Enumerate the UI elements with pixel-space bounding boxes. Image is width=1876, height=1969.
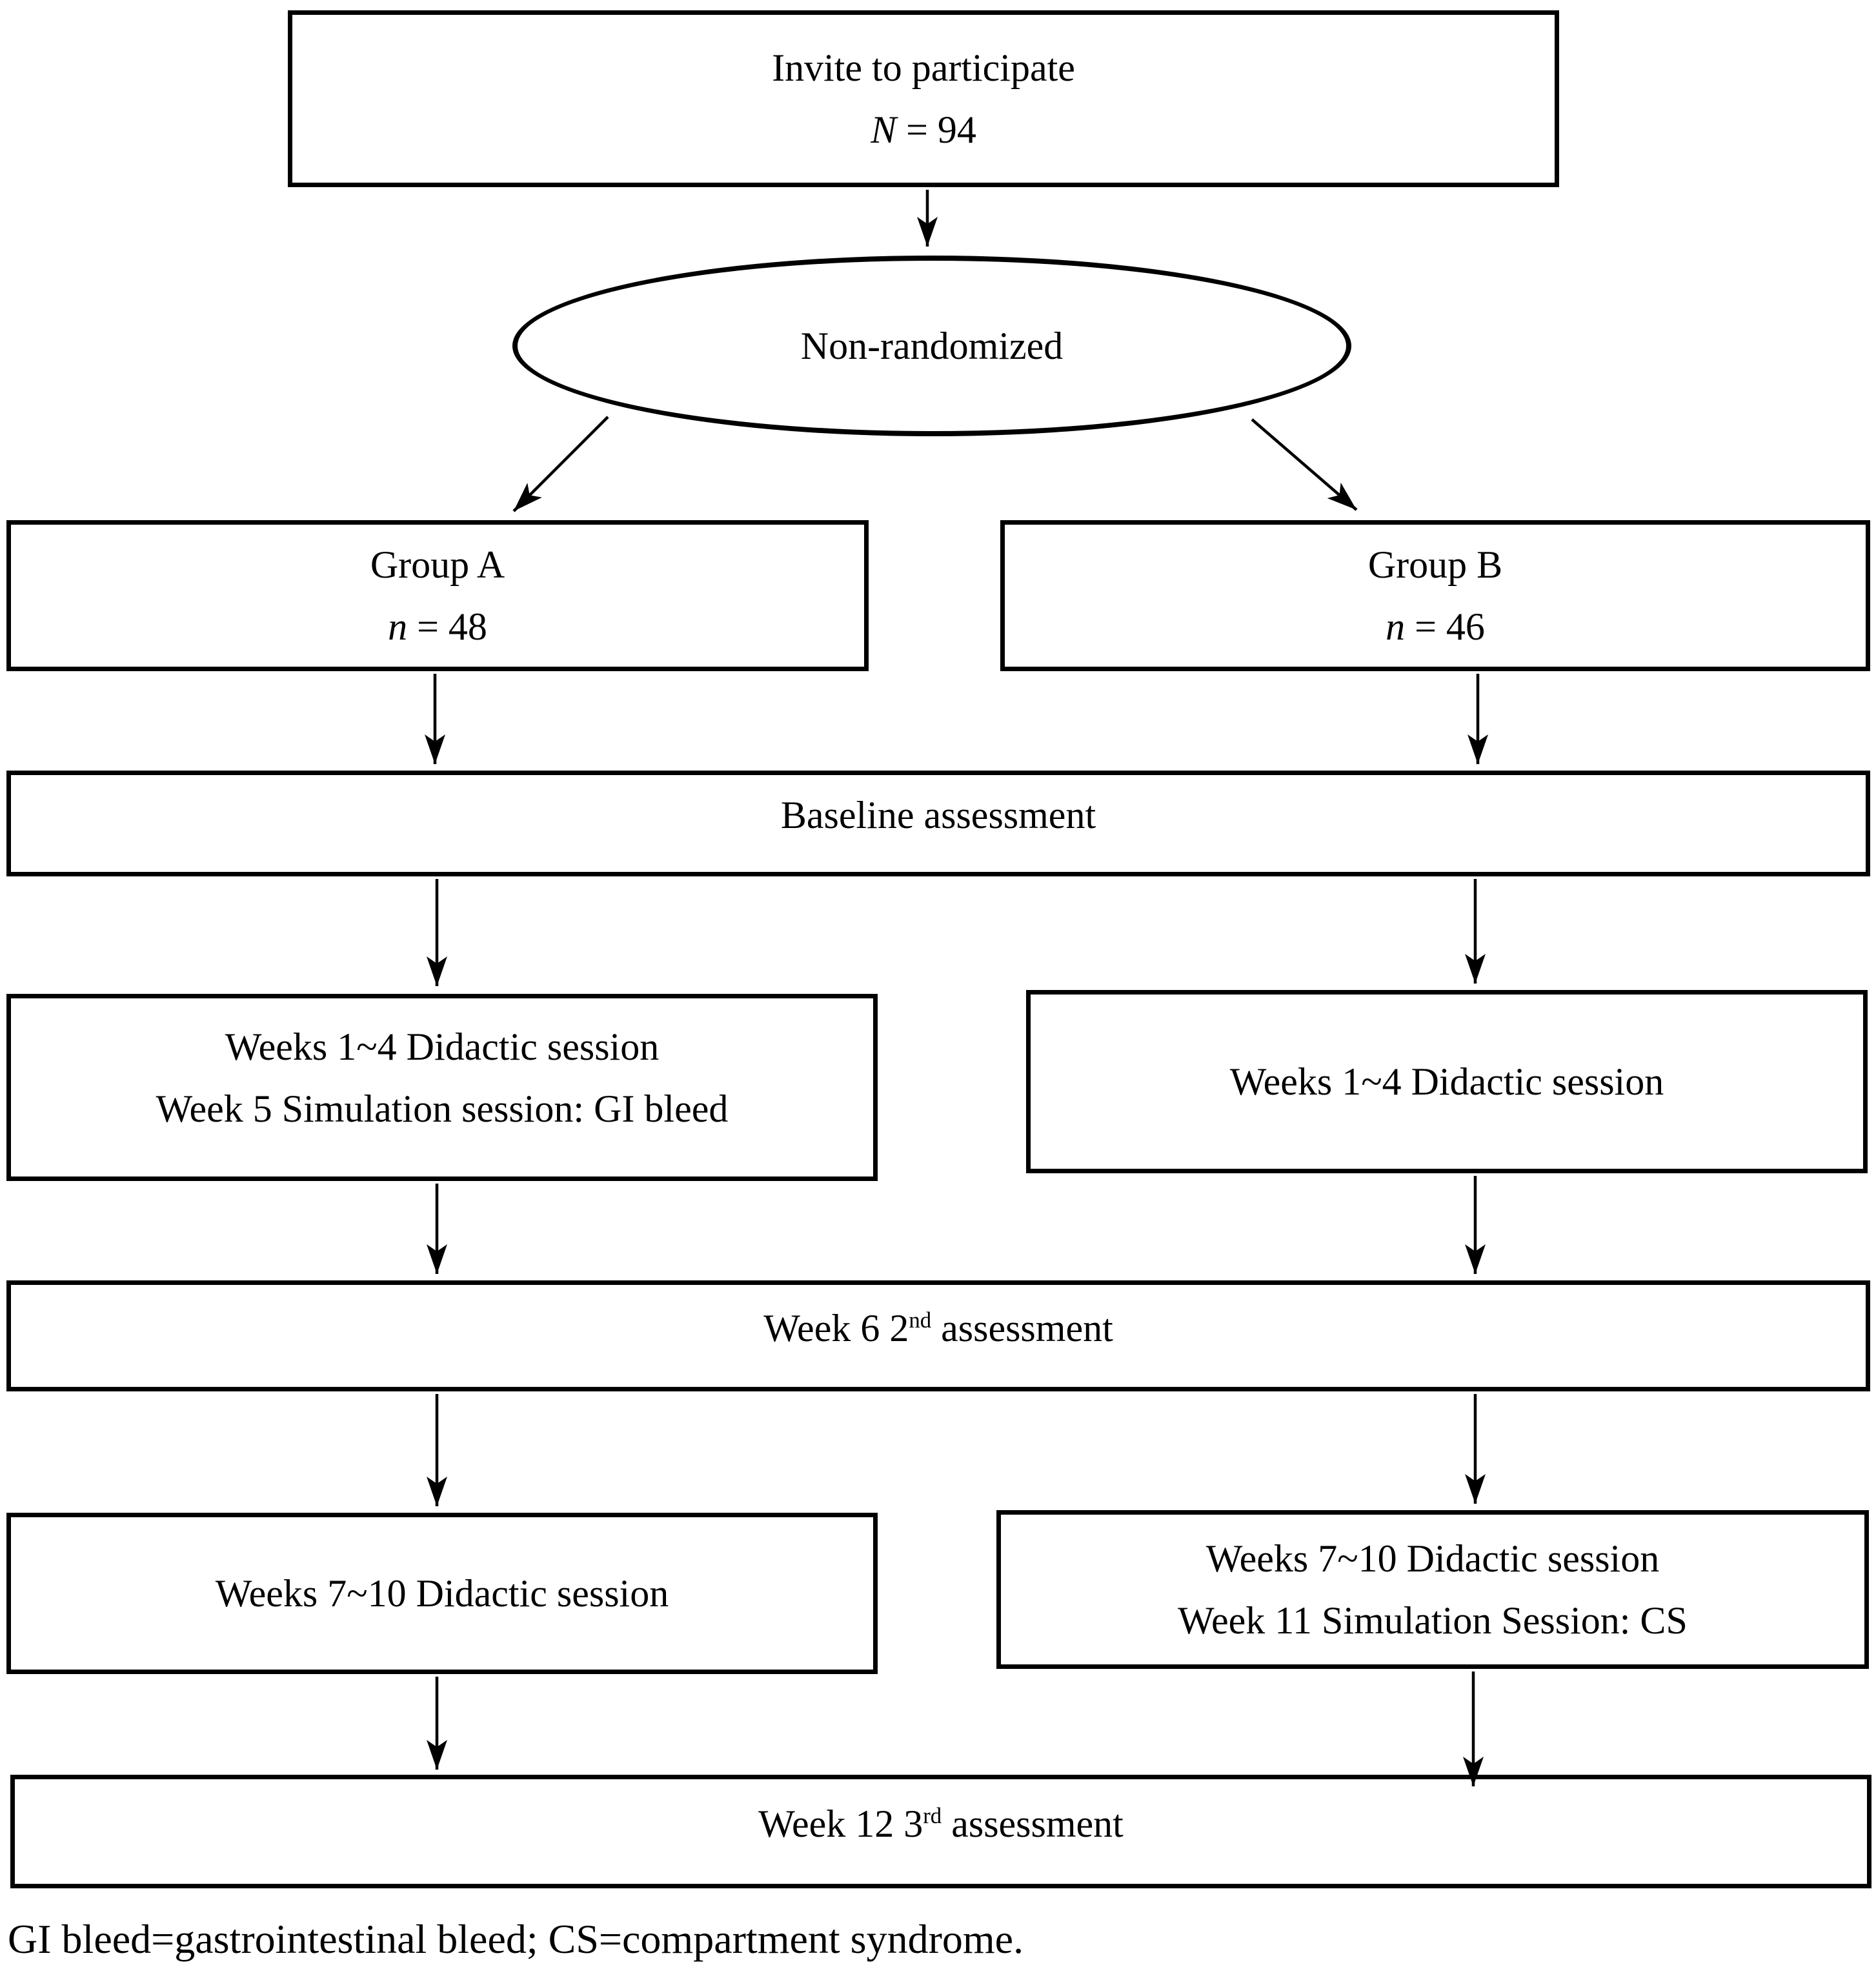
count-variable: n xyxy=(1386,605,1406,648)
node-line2: Week 5 Simulation session: GI bleed xyxy=(156,1087,729,1130)
count-variable: n xyxy=(388,605,408,648)
node-title: Non-randomized xyxy=(800,325,1064,367)
node-line1: Weeks 1~4 Didactic session xyxy=(225,1025,660,1068)
node-week12-third-assessment: Week 12 3rd assessment xyxy=(10,1775,1871,1888)
node-groupB-weeks7-10-didactic-simulation: Weeks 7~10 Didactic session Week 11 Simu… xyxy=(996,1510,1869,1669)
count-variable: N xyxy=(871,108,897,151)
node-line1: Weeks 7~10 Didactic session xyxy=(1205,1537,1660,1580)
node-week6-second-assessment: Week 6 2nd assessment xyxy=(6,1280,1870,1391)
node-line1: Weeks 7~10 Didactic session xyxy=(215,1572,669,1615)
edge-nonrandomized-groupA xyxy=(512,416,609,512)
node-group-a: Group A n = 48 xyxy=(6,520,869,671)
node-title: Week 12 3rd assessment xyxy=(758,1802,1124,1845)
count-value: = 46 xyxy=(1405,605,1485,648)
count-value: = 48 xyxy=(407,605,487,648)
node-groupA-weeks1-4-didactic-simulation: Weeks 1~4 Didactic session Week 5 Simula… xyxy=(6,994,878,1181)
ordinal-superscript: nd xyxy=(909,1308,932,1333)
node-title: Group B xyxy=(1367,543,1503,586)
node-count: n = 46 xyxy=(1386,596,1485,658)
node-baseline-assessment: Baseline assessment xyxy=(6,771,1870,876)
count-value: = 94 xyxy=(896,108,976,151)
node-groupB-weeks1-4-didactic: Weeks 1~4 Didactic session xyxy=(1026,990,1868,1173)
edge-nonrandomized-groupB xyxy=(1251,418,1358,511)
node-title: Invite to participate xyxy=(772,46,1075,89)
node-line1: Weeks 1~4 Didactic session xyxy=(1229,1060,1664,1103)
node-line2: Week 11 Simulation Session: CS xyxy=(1178,1599,1688,1642)
node-title: Baseline assessment xyxy=(780,794,1096,836)
ordinal-superscript: rd xyxy=(923,1803,942,1828)
node-group-b: Group B n = 46 xyxy=(1000,520,1870,671)
abbreviation-footnote: GI bleed=gastrointestinal bleed; CS=comp… xyxy=(8,1916,1024,1962)
node-invite-to-participate: Invite to participate N = 94 xyxy=(288,10,1559,187)
node-count: N = 94 xyxy=(871,99,976,161)
node-non-randomized: Non-randomized xyxy=(512,256,1351,436)
node-count: n = 48 xyxy=(388,596,487,658)
node-title: Week 6 2nd assessment xyxy=(763,1307,1113,1349)
node-title: Group A xyxy=(370,543,505,586)
node-groupA-weeks7-10-didactic: Weeks 7~10 Didactic session xyxy=(6,1513,878,1674)
